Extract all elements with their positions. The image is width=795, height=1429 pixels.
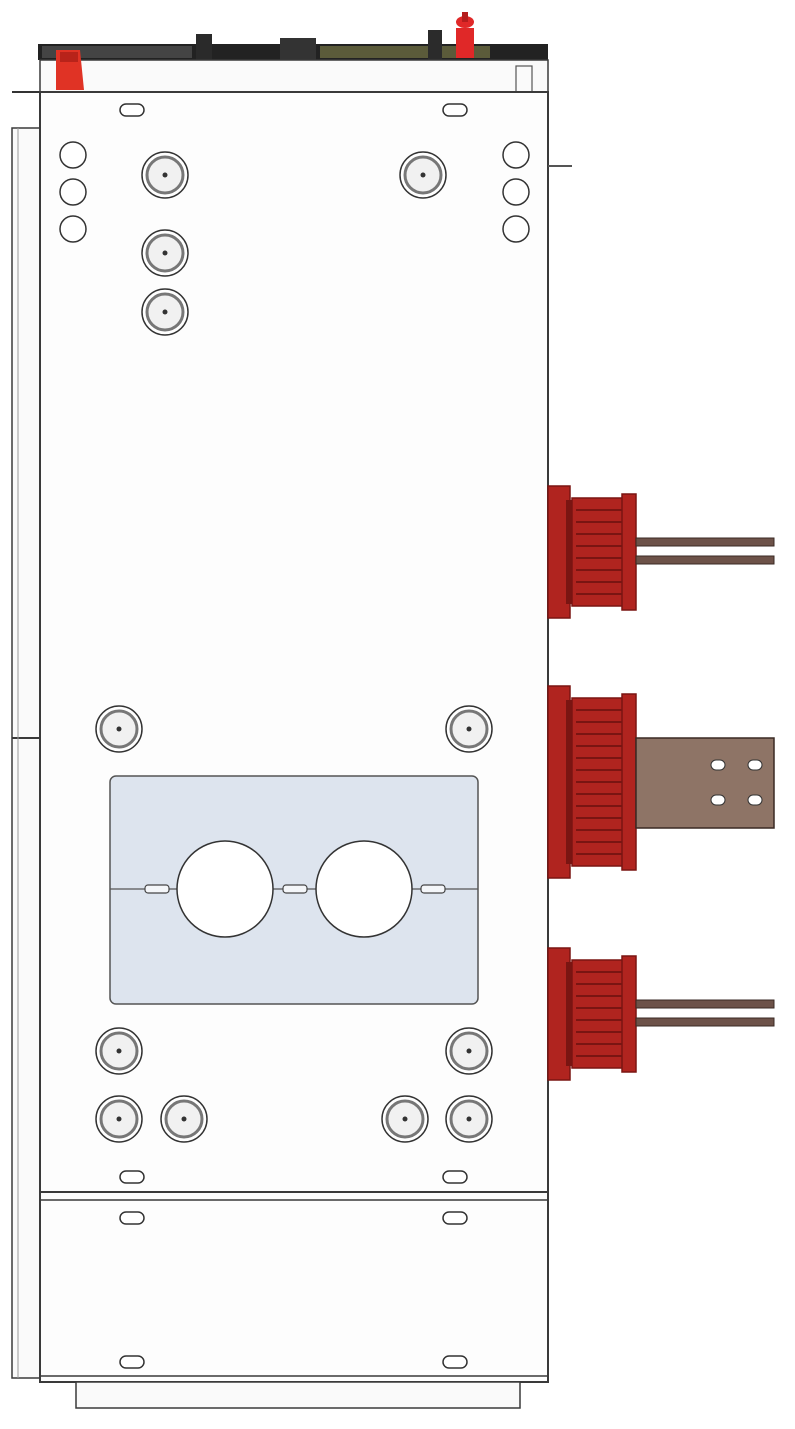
slot xyxy=(119,1170,145,1184)
flat-busbar xyxy=(635,737,775,829)
fastener-center xyxy=(420,172,426,178)
slot xyxy=(119,103,145,117)
conductor-rod xyxy=(635,555,775,565)
busbar-hole xyxy=(710,759,726,771)
plate-clip xyxy=(282,884,308,894)
bushing-neck xyxy=(566,500,574,604)
fastener-center xyxy=(162,250,168,256)
fastener-center xyxy=(466,1048,472,1054)
fastener xyxy=(95,1095,143,1143)
slots xyxy=(119,103,468,1369)
top-red-stem xyxy=(462,12,468,22)
bottom-base xyxy=(75,1381,521,1409)
fastener xyxy=(141,288,189,336)
fastener xyxy=(399,151,447,199)
fastener xyxy=(445,1095,493,1143)
hole xyxy=(502,178,530,206)
fastener-center xyxy=(162,309,168,315)
top-equipment-strip xyxy=(12,12,549,95)
bushings xyxy=(547,485,775,1081)
top-post-right xyxy=(428,30,442,60)
bushing-neck xyxy=(566,962,574,1066)
fastener xyxy=(445,705,493,753)
fastener-center xyxy=(116,1048,122,1054)
top-post-left xyxy=(196,34,212,60)
top-red-part-shadow xyxy=(60,52,78,62)
middle-bushing xyxy=(547,685,775,879)
upper-bushing xyxy=(547,485,775,619)
slot xyxy=(119,1211,145,1225)
fastener xyxy=(445,1027,493,1075)
fasteners xyxy=(95,151,493,1143)
hole xyxy=(59,215,87,243)
bushing-end-cap xyxy=(621,693,637,871)
top-red-indicator xyxy=(456,28,474,58)
hole xyxy=(502,141,530,169)
cable-entry-plate xyxy=(109,775,479,1005)
cable-opening-left xyxy=(176,840,274,938)
bushing-end-cap xyxy=(621,955,637,1073)
bushing-end-cap xyxy=(621,493,637,611)
lower-bushing xyxy=(547,947,775,1081)
cable-opening-right xyxy=(315,840,413,938)
plate-clip xyxy=(420,884,446,894)
left-side-rail xyxy=(11,127,41,1379)
plate-clip xyxy=(144,884,170,894)
top-frame xyxy=(39,59,549,95)
conductor-rod xyxy=(635,537,775,547)
fastener xyxy=(95,1027,143,1075)
conductor-rod xyxy=(635,1017,775,1027)
hole xyxy=(59,178,87,206)
slot xyxy=(442,103,468,117)
fastener-center xyxy=(402,1116,408,1122)
top-block-center xyxy=(280,38,316,60)
fastener-center xyxy=(116,726,122,732)
fastener xyxy=(95,705,143,753)
top-terminal-strip xyxy=(320,46,490,58)
fastener-center xyxy=(116,1116,122,1122)
busbar-hole xyxy=(747,794,763,806)
fastener xyxy=(381,1095,429,1143)
fastener xyxy=(141,151,189,199)
slot xyxy=(119,1355,145,1369)
hole xyxy=(502,215,530,243)
fastener-center xyxy=(162,172,168,178)
slot xyxy=(442,1211,468,1225)
hole xyxy=(59,141,87,169)
conductor-rod xyxy=(635,999,775,1009)
busbar-hole xyxy=(710,794,726,806)
slot xyxy=(442,1170,468,1184)
bushing-neck xyxy=(566,700,574,864)
plain-holes xyxy=(59,141,530,243)
slot xyxy=(442,1355,468,1369)
fastener xyxy=(141,229,189,277)
fastener-center xyxy=(466,726,472,732)
fastener xyxy=(160,1095,208,1143)
fastener-center xyxy=(181,1116,187,1122)
busbar-hole xyxy=(747,759,763,771)
fastener-center xyxy=(466,1116,472,1122)
